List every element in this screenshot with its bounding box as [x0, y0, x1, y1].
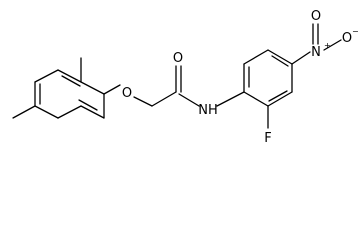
- amide-nitrogen: NH: [198, 103, 218, 118]
- bond: [80, 105, 105, 119]
- structure-canvas: O O O NH F N + O O −: [12, 9, 359, 146]
- ether-oxygen: O: [122, 86, 132, 101]
- double-bond: [268, 90, 288, 102]
- fluoronitrophenyl-ring: [216, 49, 293, 107]
- bond: [243, 91, 269, 107]
- nitro-single-bond: [323, 39, 342, 51]
- methyl-bond-lower: [12, 105, 36, 119]
- fluorine: F: [264, 131, 271, 146]
- bond: [57, 105, 82, 119]
- oxygen-to-ch2-bond: [133, 96, 153, 107]
- nitro-nitrogen-charge: +: [324, 41, 331, 50]
- bond: [243, 49, 269, 65]
- carbonyl-to-nh-bond: [178, 93, 200, 107]
- dimethylphenyl-ring: [34, 69, 105, 119]
- double-bond: [61, 75, 81, 87]
- double-bond: [78, 99, 98, 111]
- nitro-oxygen-charge: −: [352, 27, 359, 36]
- nitro-nitrogen: N: [311, 45, 321, 60]
- nh-to-ring-bond: [216, 91, 245, 107]
- double-bond: [271, 55, 289, 67]
- bond: [267, 49, 293, 65]
- carbonyl-oxygen: O: [173, 51, 183, 66]
- ring-to-nitro-bond: [291, 51, 311, 65]
- bond: [34, 105, 59, 119]
- ch2-to-carbonyl-bond: [151, 91, 177, 107]
- nitro-oxygen-top: O: [311, 9, 321, 24]
- molecule-drawing: O O O NH F N + O O −: [12, 9, 359, 146]
- nitro-oxygen-right: O: [342, 31, 352, 46]
- bond: [267, 91, 293, 107]
- ring-to-oxygen-bond: [103, 84, 121, 95]
- bond: [34, 69, 59, 83]
